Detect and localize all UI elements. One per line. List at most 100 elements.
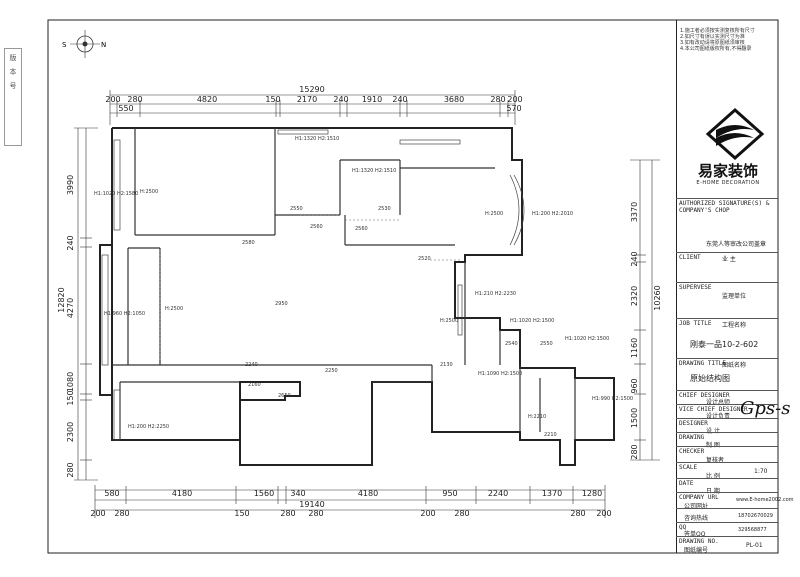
room-label: H:2500 [165, 306, 183, 312]
qq-value: 答单QQ [684, 531, 706, 538]
room-label: H1:200 H2:2250 [128, 424, 169, 430]
right-dimension-labels: 3370 240 2320 10260 1160 960 1500 280 [630, 202, 662, 460]
dim-label: 1160 [630, 338, 639, 358]
dim-label: 4820 [197, 95, 217, 104]
qq-number: 329568877 [738, 527, 767, 533]
dim-label: 2320 [630, 286, 639, 306]
dim-label: 280 [454, 509, 469, 518]
revision-char: 号 [9, 82, 17, 90]
chief-designer-label: CHIEF DESIGNER [679, 392, 730, 399]
drawing-name: 原始结构图 [690, 374, 730, 383]
dim-top-total: 15290 [299, 85, 324, 94]
drawing-title-value: 图纸名称 [722, 362, 747, 369]
level-mark: 2520 [418, 256, 431, 262]
dim-label: 1560 [254, 489, 274, 498]
dim-label: 3680 [444, 95, 464, 104]
dim-label: 280 [630, 444, 639, 459]
notes: 1.施工者必须按实测复核所有尺寸 2.如尺寸有误以实测尺寸为准 3.如有改动请将… [680, 28, 776, 52]
brand-tagline: E-HOME DECORATION [696, 180, 760, 186]
dim-label: 200 [596, 509, 611, 518]
dim-label: 280 [308, 509, 323, 518]
level-mark: 2560 [310, 224, 323, 230]
room-label: H:2210 [528, 414, 546, 420]
scale-value: 比 例 [706, 473, 720, 480]
top-dimensions [109, 90, 516, 125]
job-value: 工程名称 [722, 322, 747, 329]
note-line: 2.如尺寸有误以实测尺寸为准 [680, 34, 745, 40]
client-value: 业 主 [722, 256, 736, 263]
dim-label: 950 [442, 489, 457, 498]
note-line: 3.如有改动请将原图纸须审核 [680, 40, 745, 46]
date-value: 日 期 [706, 488, 720, 495]
supervise-label: SUPERVESE [679, 284, 712, 291]
dim-label: 200 [507, 95, 522, 104]
dim-label: 3990 [66, 175, 75, 195]
room-label: H1:1020 H2:1580 [94, 191, 138, 197]
checker-value: 复核者 [706, 457, 725, 464]
compass-icon: S N [62, 30, 106, 58]
windows [101, 129, 525, 441]
dim-label: 4180 [358, 489, 378, 498]
dim-bottom-total: 19140 [299, 500, 324, 509]
dim-label: 1370 [542, 489, 562, 498]
dim-label: 4270 [66, 298, 75, 318]
dim-label: 1280 [582, 489, 602, 498]
level-mark: 2250 [325, 368, 338, 374]
supervise-value: 监理单位 [722, 293, 747, 300]
qq-row: QQ 答单QQ 329568877 [676, 522, 778, 538]
room-label: H1:1020 H2:1500 [565, 336, 609, 342]
left-dimension-labels: 3990 240 4270 12820 150 1080 2300 280 [57, 175, 75, 478]
job-label: JOB TITLE [679, 320, 712, 327]
scale-row: SCALE 比 例 1:70 [676, 462, 778, 480]
job-name: 刚泰一品10-2-602 [690, 340, 759, 349]
scale-label: SCALE [679, 464, 698, 471]
dim-label: 1500 [630, 408, 639, 428]
drawing-no: PL-01 [746, 542, 763, 549]
dim-label: 570 [506, 104, 521, 113]
checker-row: CHECKER 复核者 [676, 446, 778, 464]
date-row: DATE 日 期 [676, 478, 778, 495]
date-label: DATE [679, 480, 694, 487]
dim-label: 2300 [66, 422, 75, 442]
dim-label: 200 [420, 509, 435, 518]
room-label: H:2500 [140, 189, 158, 195]
drawing-no-value: 图纸编号 [684, 547, 709, 554]
dim-label: 550 [118, 104, 133, 113]
room-label: H1:210 H2:2230 [475, 291, 516, 297]
dim-label: 580 [104, 489, 119, 498]
bottom-dimensions [94, 485, 606, 518]
level-mark: 2550 [290, 206, 303, 212]
dim-label: 10260 [653, 285, 662, 310]
level-mark: 2530 [378, 206, 391, 212]
qq-label: QQ [679, 524, 687, 531]
level-mark: 2210 [544, 432, 557, 438]
vice-chief-row: VICE CHIEF DESIGNER 设计负责 [676, 404, 778, 420]
drawing-title-row: DRAWING TITLE 图纸名称 原始结构图 [676, 358, 778, 391]
authorized-row: AUTHORIZED SIGNATURE(S) & COMPANY'S CHOP… [676, 198, 778, 253]
top-dimension-labels: 15290 200 280 4820 150 2170 240 1910 240… [105, 85, 522, 113]
drawing-row: DRAWING 制 图 [676, 432, 778, 449]
level-mark: 2580 [242, 240, 255, 246]
designer-row: DESIGNER 设 计 [676, 418, 778, 435]
dim-label: 1080 [66, 372, 75, 392]
door-marks [159, 214, 460, 360]
company-url[interactable]: www.E-home2002.com [736, 497, 794, 503]
dim-label: 280 [127, 95, 142, 104]
room-label: H:2500 [440, 318, 458, 324]
designer-signature: Gps-s [740, 398, 791, 419]
floor-plan-inner-walls [112, 128, 576, 440]
room-label: H1:990 H2:1500 [592, 396, 633, 402]
note-line: 4.本公司图纸版权所有,不得翻录 [680, 46, 752, 52]
company-url-row: COMPANY URL 公司网址 www.E-home2002.com [676, 492, 794, 510]
company-url-label: COMPANY URL [679, 494, 719, 501]
dim-label: 960 [630, 378, 639, 393]
left-dimensions [74, 127, 98, 481]
dim-label: 150 [66, 390, 75, 405]
authorized-label: AUTHORIZED SIGNATURE(S) & COMPANY'S CHOP [679, 200, 770, 214]
level-mark: 2130 [440, 362, 453, 368]
right-dimensions [630, 159, 660, 461]
room-label: H1:1320 H2:1510 [352, 168, 396, 174]
room-label: H1:200 H2:2010 [532, 211, 573, 217]
